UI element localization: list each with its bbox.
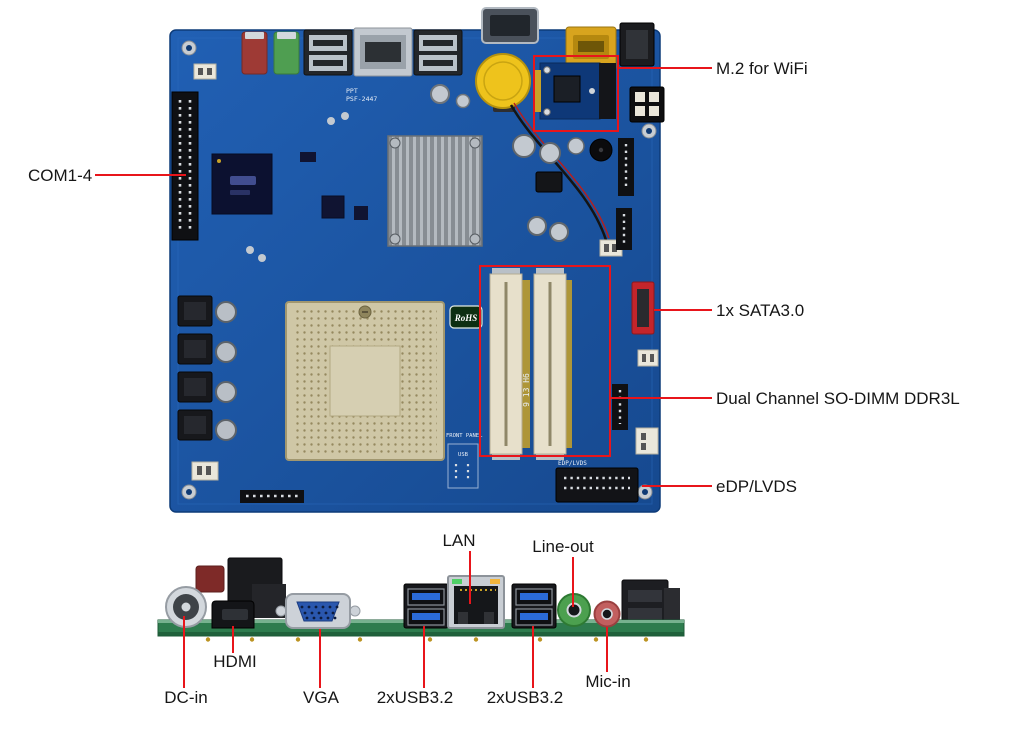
small-ics (300, 152, 368, 220)
callout-label-m2: M.2 for WiFi (716, 59, 808, 78)
callout-overlays: M.2 for WiFi COM1-4 1x SATA3.0 Dual Chan… (28, 55, 960, 707)
buzzer (589, 138, 613, 162)
silk-ppt-line1: PPT (346, 87, 358, 95)
com-header (171, 91, 199, 241)
callout-box-sodimm (479, 265, 611, 457)
cpu-socket (285, 301, 445, 461)
power-chokes (177, 295, 237, 441)
m2-wifi-slot (535, 62, 616, 120)
capacitors (246, 84, 585, 262)
mounting-holes (181, 40, 657, 500)
front-panel-header (447, 443, 479, 489)
silk-edp-lvds: EDP/LVDS (558, 460, 587, 467)
callout-label-com: COM1-4 (28, 166, 92, 185)
usb-b-port-top (619, 22, 655, 67)
hdmi-port-top (565, 26, 617, 71)
jst-connector-bottom-left (191, 461, 219, 481)
sata-connector (631, 281, 655, 335)
callout-label-hdmi: HDMI (213, 652, 256, 671)
rear-components (195, 557, 680, 629)
micin-jack (593, 600, 621, 628)
usb3-stack-right (511, 583, 557, 629)
cmos-battery (475, 53, 531, 112)
vga-port-side (275, 593, 361, 629)
rohs-logo: RoHS (449, 305, 483, 329)
audio-jack-top-red (241, 31, 268, 75)
rohs-text: RoHS (454, 313, 478, 323)
callout-label-vga: VGA (303, 688, 340, 707)
usb-stack-top-left (303, 29, 353, 76)
edp-lvds-connector (555, 467, 639, 503)
bottom-pin-header (240, 490, 304, 503)
audio-jack-top-green (273, 31, 300, 75)
atx-power-connector (629, 86, 665, 123)
callout-label-micin: Mic-in (585, 672, 630, 691)
callout-label-sata: 1x SATA3.0 (716, 301, 804, 320)
callout-label-usb-right: 2xUSB3.2 (487, 688, 564, 707)
battery-cable (509, 102, 623, 257)
callout-label-lan: LAN (442, 531, 475, 550)
callout-label-sodimm: Dual Channel SO-DIMM DDR3L (716, 389, 960, 408)
lan-port-top (353, 27, 413, 77)
hdmi-port-side (211, 600, 255, 629)
vga-port-top (481, 7, 539, 44)
pin-headers-right (612, 138, 634, 430)
lan-port-side (447, 575, 505, 629)
callout-label-lineout: Line-out (532, 537, 594, 556)
heatsink (387, 135, 483, 247)
callout-label-usb-left: 2xUSB3.2 (377, 688, 454, 707)
callout-box-m2 (533, 55, 619, 132)
choke (535, 171, 563, 193)
super-io-chip (211, 153, 273, 215)
motherboard-side-view (157, 557, 685, 642)
sodimm-slots: 9 13 H6 (489, 268, 572, 460)
silk-front-panel: FRONT PANEL (446, 433, 483, 439)
silk-ppt-line2: PSF-2447 (346, 95, 377, 103)
usb-stack-top-right (413, 29, 463, 76)
dc-jack (165, 586, 207, 628)
callout-label-edp: eDP/LVDS (716, 477, 797, 496)
jst-connectors-right (635, 349, 659, 455)
silk-usb: USB (458, 452, 469, 458)
motherboard-top-view: PPT PSF-2447 (169, 7, 665, 513)
jst-connector (193, 63, 217, 80)
callout-label-dcin: DC-in (164, 688, 207, 707)
usb3-stack-left (403, 583, 449, 629)
silk-dimm-mark: 9 13 H6 (522, 373, 531, 407)
